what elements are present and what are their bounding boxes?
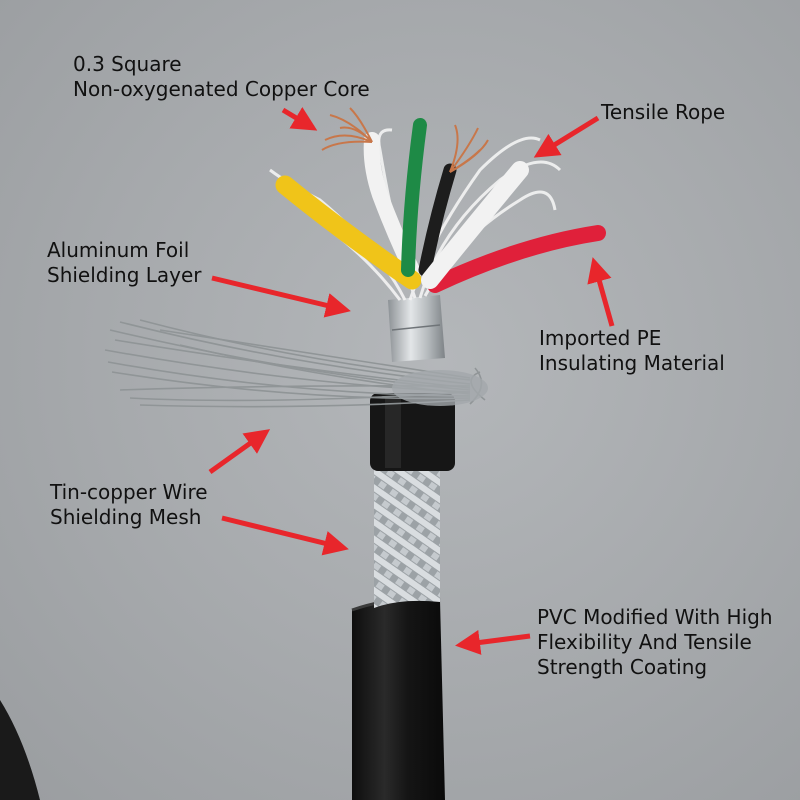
label-aluminum-foil-line2: Shielding Layer bbox=[47, 263, 202, 287]
conductor-wires bbox=[275, 118, 606, 293]
label-pvc-coating-line3: Strength Coating bbox=[537, 655, 708, 679]
label-pe-insulation: Imported PE Insulating Material bbox=[539, 326, 725, 376]
arrow-foil bbox=[211, 275, 351, 318]
label-pe-insulation-line2: Insulating Material bbox=[539, 351, 725, 375]
braided-shield-mesh bbox=[374, 465, 440, 608]
annotation-arrows bbox=[208, 106, 615, 655]
label-tensile-rope: Tensile Rope bbox=[601, 100, 725, 125]
arrow-core bbox=[281, 106, 318, 131]
label-copper-core-line2: Non-oxygenated Copper Core bbox=[73, 77, 370, 101]
arrow-coating bbox=[455, 630, 531, 655]
label-copper-core-line1: 0.3 Square bbox=[73, 52, 182, 76]
background-cable-edge bbox=[0, 700, 40, 800]
label-copper-core: 0.3 Square Non-oxygenated Copper Core bbox=[73, 52, 370, 102]
arrow-pe bbox=[587, 257, 615, 327]
label-tensile-rope-line1: Tensile Rope bbox=[601, 100, 726, 124]
label-shielding-mesh: Tin-copper Wire Shielding Mesh bbox=[50, 480, 208, 530]
label-aluminum-foil: Aluminum Foil Shielding Layer bbox=[47, 238, 202, 288]
label-shielding-mesh-line2: Shielding Mesh bbox=[50, 505, 202, 529]
label-shielding-mesh-line1: Tin-copper Wire bbox=[50, 480, 208, 504]
arrow-tensile bbox=[533, 115, 600, 158]
label-pvc-coating-line1: PVC Modified With High bbox=[537, 605, 773, 629]
label-pe-insulation-line1: Imported PE bbox=[539, 326, 662, 350]
arrow-mesh-upper bbox=[208, 429, 271, 475]
label-aluminum-foil-line1: Aluminum Foil bbox=[47, 238, 190, 262]
copper-strands bbox=[321, 107, 489, 173]
pvc-jacket bbox=[352, 598, 445, 800]
label-pvc-coating-line2: Flexibility And Tensile bbox=[537, 630, 752, 654]
aluminum-foil bbox=[388, 295, 445, 362]
arrow-mesh-lower bbox=[221, 515, 349, 556]
label-pvc-coating: PVC Modified With High Flexibility And T… bbox=[537, 605, 773, 680]
